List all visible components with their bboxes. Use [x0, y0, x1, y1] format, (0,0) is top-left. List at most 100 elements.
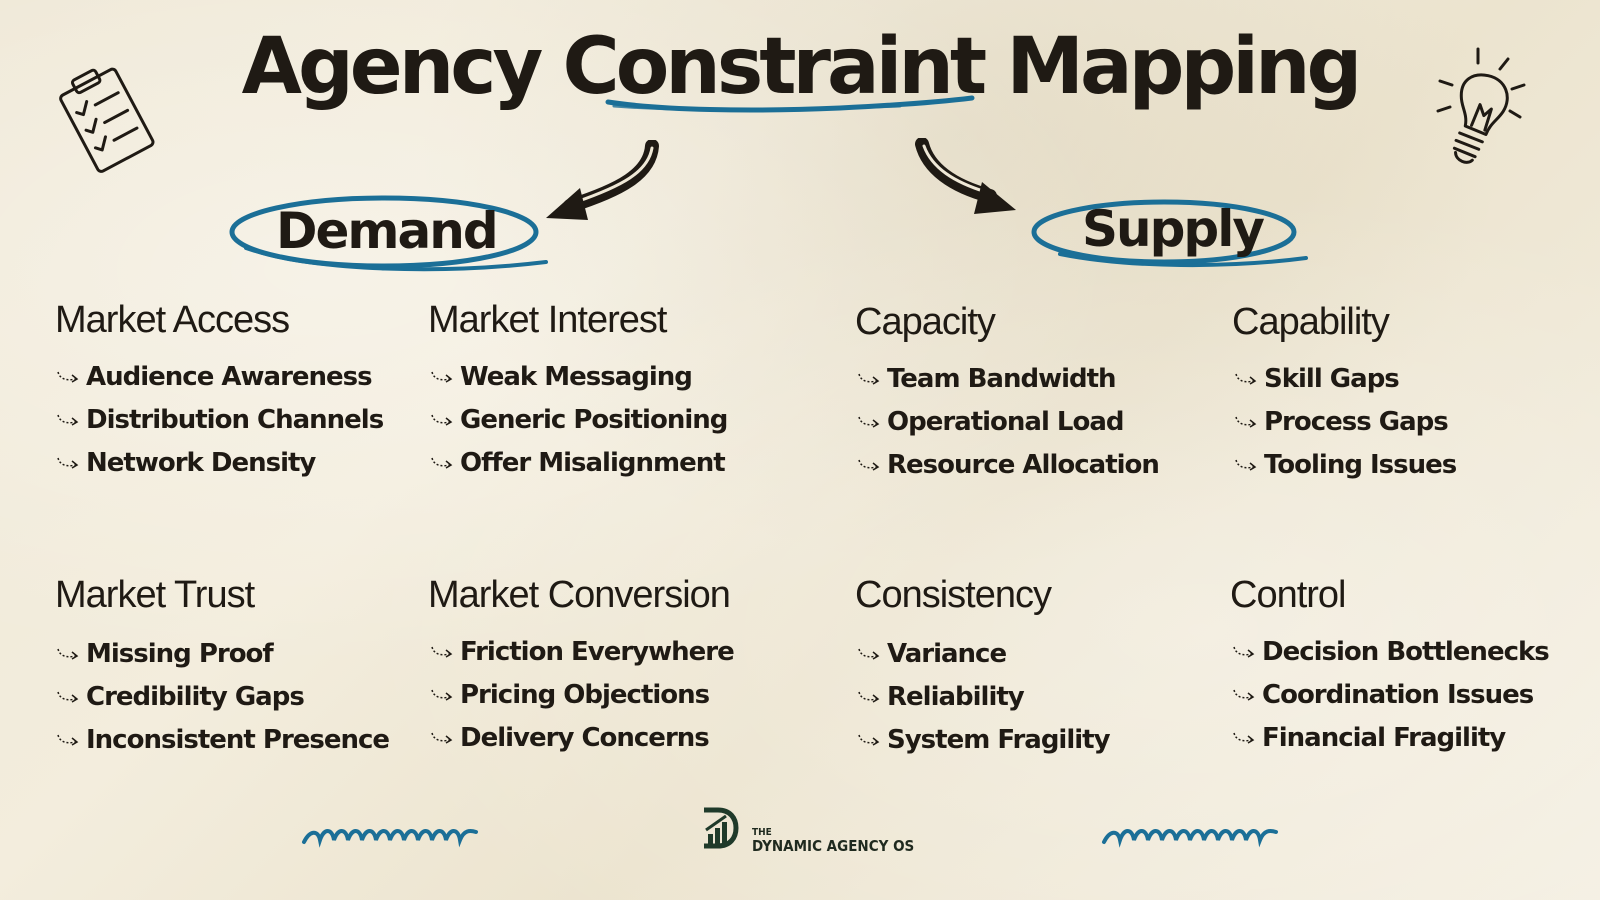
arrow-bullet-icon [431, 646, 453, 658]
arrow-bullet-icon [57, 371, 79, 383]
category-heading: Market Interest [428, 299, 667, 341]
list-item: Friction Everywhere [430, 630, 735, 673]
arrow-bullet-icon [858, 459, 880, 471]
curved-arrow-icon [546, 140, 659, 220]
arrow-bullet-icon [57, 691, 79, 703]
arrow-bullet-icon [1235, 416, 1257, 428]
page-title: Agency Constraint Mapping [0, 28, 1600, 106]
logo-name: DYNAMIC AGENCY OS [752, 837, 915, 855]
list-item: Inconsistent Presence [56, 718, 390, 761]
item-list: Team Bandwidth Operational Load Resource… [857, 357, 1160, 486]
list-item: Tooling Issues [1234, 443, 1457, 486]
arrow-bullet-icon [431, 689, 453, 701]
list-item: Team Bandwidth [857, 357, 1159, 400]
squiggle-icon [302, 829, 478, 848]
list-item: Financial Fragility [1232, 716, 1549, 759]
arrow-bullet-icon [1235, 459, 1257, 471]
arrow-bullet-icon [858, 734, 880, 746]
arrow-bullet-icon [431, 414, 453, 426]
list-item: Network Density [56, 441, 383, 484]
list-item: Credibility Gaps [56, 675, 389, 718]
title-word-3: Mapping [1006, 22, 1362, 112]
item-list: Decision Bottlenecks Coordination Issues… [1232, 630, 1550, 759]
item-label: Inconsistent Presence [86, 724, 390, 755]
arrow-bullet-icon [858, 648, 880, 660]
item-label: Network Density [86, 447, 316, 478]
list-item: Weak Messaging [430, 355, 727, 398]
item-label: Friction Everywhere [460, 636, 735, 667]
category-heading: Market Conversion [428, 574, 731, 616]
item-label: Tooling Issues [1264, 449, 1457, 480]
arrow-bullet-icon [57, 734, 79, 746]
item-list: Weak Messaging Generic Positioning Offer… [430, 355, 728, 484]
category-heading: Consistency [855, 574, 1052, 616]
list-item: Offer Misalignment [430, 441, 727, 484]
arrow-bullet-icon [431, 371, 453, 383]
item-label: Delivery Concerns [460, 722, 710, 753]
logo-the: THE [752, 827, 772, 838]
item-label: Coordination Issues [1262, 679, 1534, 710]
item-label: Operational Load [887, 406, 1125, 437]
list-item: Skill Gaps [1234, 357, 1456, 400]
item-label: Process Gaps [1264, 406, 1449, 437]
title-underline-icon [605, 95, 975, 113]
item-list: Skill Gaps Process Gaps Tooling Issues [1234, 357, 1457, 486]
item-label: Distribution Channels [86, 404, 384, 435]
category-heading: Capacity [855, 301, 996, 343]
item-label: Team Bandwidth [887, 363, 1117, 394]
lightbulb-icon [1436, 47, 1526, 164]
arrow-bullet-icon [1235, 373, 1257, 385]
item-label: Reliability [887, 681, 1025, 712]
item-label: Weak Messaging [460, 361, 693, 392]
item-label: Skill Gaps [1264, 363, 1400, 394]
category-heading: Control [1230, 574, 1346, 616]
list-item: Variance [857, 632, 1110, 675]
item-label: Missing Proof [86, 638, 274, 669]
item-label: Variance [887, 638, 1007, 669]
arrow-bullet-icon [858, 691, 880, 703]
item-label: System Fragility [887, 724, 1111, 755]
item-list: Friction Everywhere Pricing Objections D… [430, 630, 735, 759]
list-item: Delivery Concerns [430, 716, 734, 759]
supply-label: Supply [1082, 200, 1265, 258]
item-label: Financial Fragility [1262, 722, 1506, 753]
curved-arrow-icon [915, 138, 1016, 214]
item-list: Variance Reliability System Fragility [857, 632, 1111, 761]
squiggle-icon [1102, 829, 1278, 848]
demand-oval-icon [229, 195, 548, 272]
demand-label: Demand [276, 202, 499, 260]
list-item: Reliability [857, 675, 1110, 718]
arrow-bullet-icon [1233, 646, 1255, 658]
supply-oval-icon [1031, 199, 1308, 268]
arrow-bullet-icon [858, 373, 880, 385]
item-label: Offer Misalignment [460, 447, 726, 478]
arrow-bullet-icon [57, 414, 79, 426]
arrow-bullet-icon [57, 648, 79, 660]
list-item: Pricing Objections [430, 673, 734, 716]
category-heading: Capability [1232, 301, 1390, 343]
arrow-bullet-icon [431, 457, 453, 469]
arrow-bullet-icon [1233, 689, 1255, 701]
title-word-1: Agency [241, 22, 544, 112]
item-label: Audience Awareness [86, 361, 373, 392]
category-heading: Market Access [55, 299, 290, 341]
item-label: Credibility Gaps [86, 681, 305, 712]
list-item: Audience Awareness [56, 355, 383, 398]
brand-logo-text: THE DYNAMIC AGENCY OS [752, 828, 914, 854]
item-list: Audience Awareness Distribution Channels… [56, 355, 384, 484]
item-label: Pricing Objections [460, 679, 710, 710]
arrow-bullet-icon [431, 732, 453, 744]
item-label: Resource Allocation [887, 449, 1160, 480]
item-list: Missing Proof Credibility Gaps Inconsist… [56, 632, 390, 761]
list-item: Resource Allocation [857, 443, 1160, 486]
arrow-bullet-icon [858, 416, 880, 428]
arrow-bullet-icon [1233, 732, 1255, 744]
list-item: Operational Load [857, 400, 1159, 443]
list-item: System Fragility [857, 718, 1111, 761]
list-item: Decision Bottlenecks [1232, 630, 1550, 673]
clipboard-icon [59, 67, 155, 173]
item-label: Generic Positioning [460, 404, 728, 435]
list-item: Generic Positioning [430, 398, 728, 441]
title-word-2: Constraint [562, 22, 987, 112]
list-item: Missing Proof [56, 632, 389, 675]
